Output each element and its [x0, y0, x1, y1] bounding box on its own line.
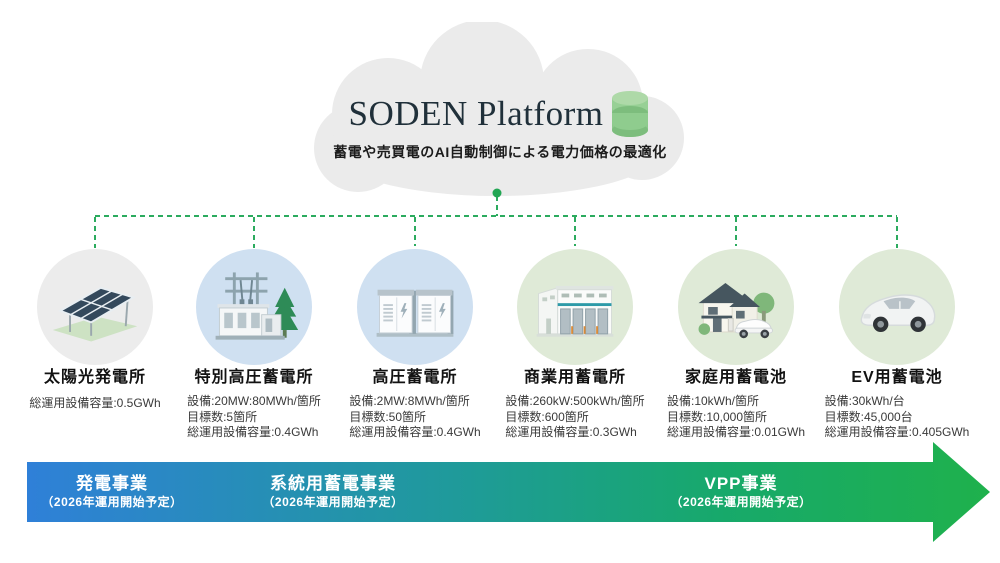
facility-specs: 設備:20MW:80MWh/箇所 目標数:5箇所 総運用設備容量:0.4GWh [187, 394, 321, 441]
spec-line: 目標数:50箇所 [349, 409, 426, 424]
platform-title: SODEN Platform [348, 94, 604, 133]
spec-line: 総運用設備容量:0.405GWh [824, 425, 970, 439]
phase-sub-label: （2026年運用開始予定） [670, 495, 812, 509]
facility-name: 高圧蓄電所 [372, 369, 458, 386]
node-ev-battery [839, 249, 955, 365]
facility-name: 商業用蓄電所 [523, 369, 626, 386]
spec-line: 総運用設備容量:0.4GWh [187, 425, 319, 439]
platform-subtitle: 蓄電や売買電のAI自動制御による電力価格の最適化 [333, 144, 667, 160]
spec-line: 目標数:600箇所 [505, 409, 589, 424]
solar-plant-icon [52, 286, 138, 342]
node-special-hv-storage [196, 249, 312, 365]
node-home-battery [678, 249, 794, 365]
node-commercial-storage [517, 249, 633, 365]
timeline-arrow [27, 442, 990, 542]
spec-line: 設備:30kWh/台 [824, 394, 905, 408]
facility-home-battery: 家庭用蓄電池 設備:10kWh/箇所 目標数:10,000箇所 総運用設備容量:… [646, 363, 826, 441]
facility-specs: 設備:260kW:500kWh/箇所 目標数:600箇所 総運用設備容量:0.3… [505, 394, 644, 441]
spec-line: 総運用設備容量:0.4GWh [349, 425, 481, 439]
node-solar-plant [37, 249, 153, 365]
spec-line: 目標数:10,000箇所 [666, 409, 768, 424]
node-hv-storage [357, 249, 473, 365]
phase-grid-storage: 系統用蓄電事業 （2026年運用開始予定） [248, 462, 418, 522]
spec-line: 総運用設備容量:0.5GWh [29, 396, 161, 410]
facility-solar-plant: 太陽光発電所 総運用設備容量:0.5GWh [5, 363, 185, 412]
facility-name: 特別高圧蓄電所 [194, 369, 314, 386]
substation-icon [215, 272, 299, 340]
facility-specs: 設備:10kWh/箇所 目標数:10,000箇所 総運用設備容量:0.01GWh [667, 394, 805, 441]
phase-vpp: VPP事業 （2026年運用開始予定） [656, 462, 826, 522]
phase-sub-label: （2026年運用開始予定） [262, 495, 404, 509]
ev-car-icon [860, 294, 936, 332]
warehouse-icon [536, 285, 614, 337]
platform-header: SODEN Platform [300, 88, 700, 140]
facility-name: EV用蓄電池 [851, 369, 943, 386]
facility-specs: 設備:30kWh/台 目標数:45,000台 総運用設備容量:0.405GWh [825, 394, 970, 441]
spec-line: 目標数:45,000台 [824, 409, 913, 424]
spec-line: 設備:260kW:500kWh/箇所 [505, 394, 645, 408]
battery-cabinet-icon [376, 289, 454, 337]
facility-ev-battery: EV用蓄電池 設備:30kWh/台 目標数:45,000台 総運用設備容量:0.… [807, 363, 987, 441]
phase-label: 発電事業 [76, 474, 148, 493]
spec-line: 設備:2MW:8MWh/箇所 [349, 394, 470, 408]
spec-line: 目標数:5箇所 [187, 409, 258, 424]
phase-label: VPP事業 [704, 474, 778, 493]
facility-hv-storage: 高圧蓄電所 設備:2MW:8MWh/箇所 目標数:50箇所 総運用設備容量:0.… [325, 363, 505, 441]
facility-name: 太陽光発電所 [43, 369, 146, 386]
spec-line: 総運用設備容量:0.01GWh [666, 425, 806, 439]
facility-special-hv-storage: 特別高圧蓄電所 設備:20MW:80MWh/箇所 目標数:5箇所 総運用設備容量… [164, 363, 344, 441]
spec-line: 総運用設備容量:0.3GWh [505, 425, 637, 439]
spec-line: 設備:10kWh/箇所 [666, 394, 760, 408]
phase-generation: 発電事業 （2026年運用開始予定） [27, 462, 197, 522]
facility-specs: 設備:2MW:8MWh/箇所 目標数:50箇所 総運用設備容量:0.4GWh [349, 394, 480, 441]
spec-line: 設備:20MW:80MWh/箇所 [187, 394, 321, 408]
phase-label: 系統用蓄電事業 [270, 474, 396, 493]
phase-sub-label: （2026年運用開始予定） [41, 495, 183, 509]
database-icon [612, 91, 649, 137]
facility-name: 家庭用蓄電池 [684, 369, 787, 386]
facility-specs: 総運用設備容量:0.5GWh [29, 396, 160, 412]
facility-commercial-storage: 商業用蓄電所 設備:260kW:500kWh/箇所 目標数:600箇所 総運用設… [485, 363, 665, 441]
house-ev-icon [698, 283, 775, 339]
